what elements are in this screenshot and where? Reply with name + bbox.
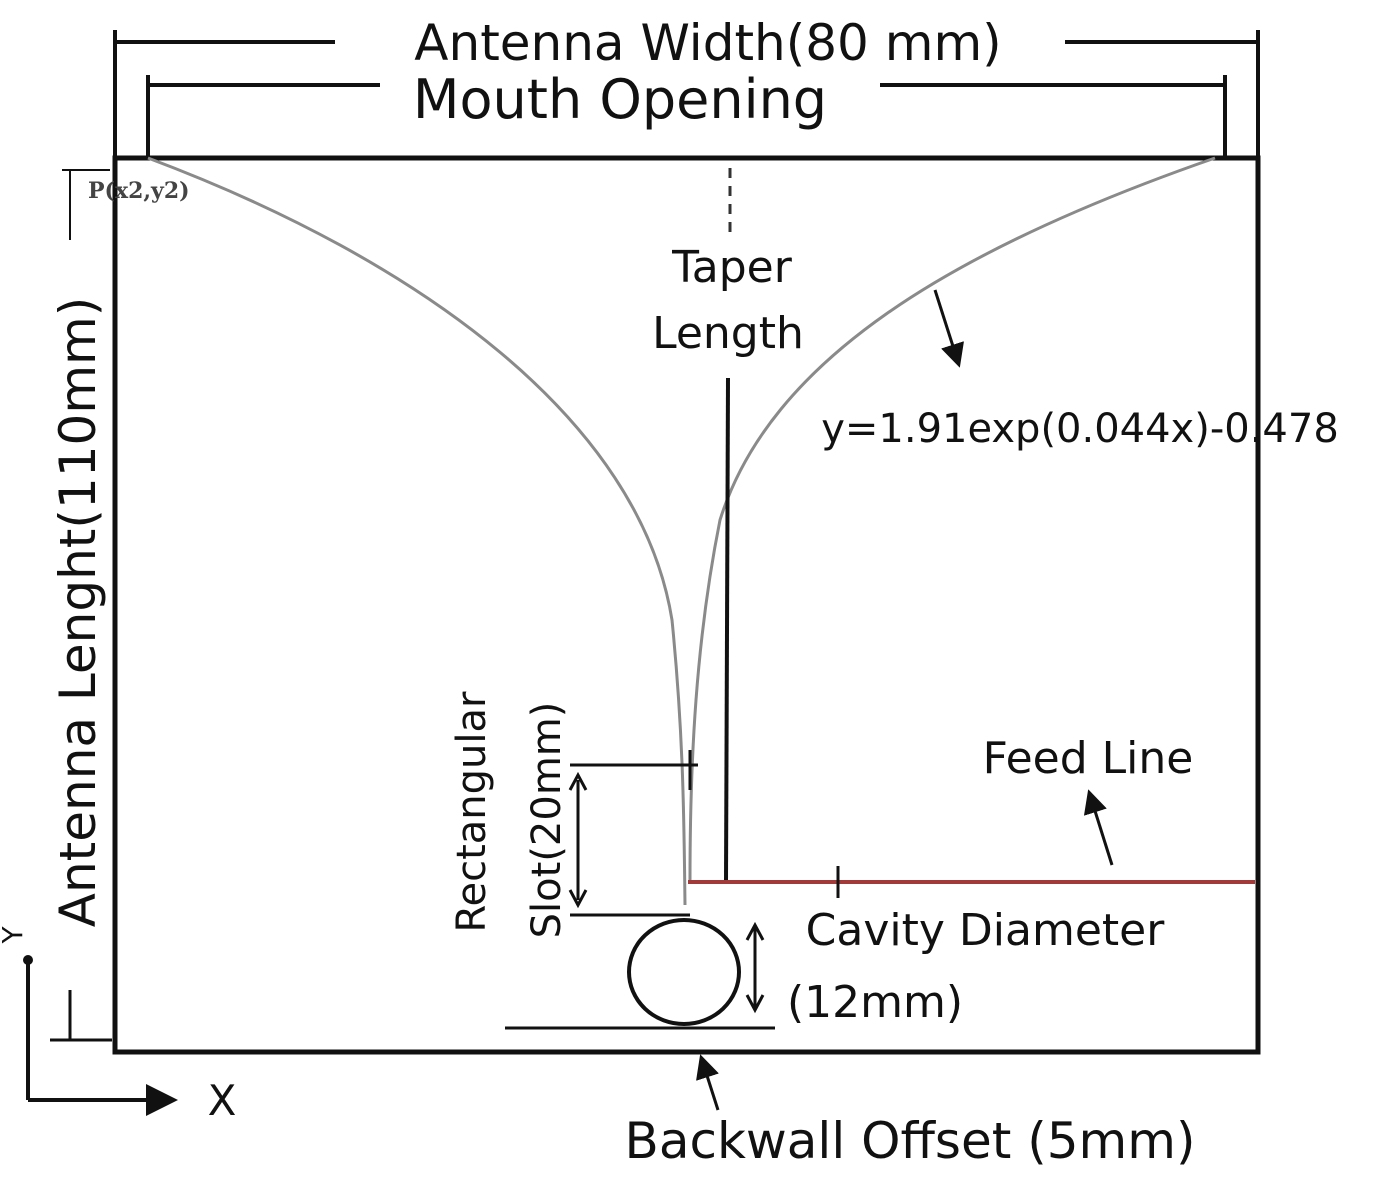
mouth-opening-label: Mouth Opening xyxy=(413,68,827,131)
equation-arrow xyxy=(933,289,964,368)
backwall-label: Backwall Offset (5mm) xyxy=(625,1112,1196,1170)
taper-label-line2: Length xyxy=(652,308,804,359)
cavity-arrowheads xyxy=(745,921,765,1014)
feed-line-label: Feed Line xyxy=(983,733,1194,784)
backwall-arrow xyxy=(696,1054,720,1111)
antenna-width-label: Antenna Width(80 mm) xyxy=(414,14,1001,72)
cavity-circle xyxy=(627,918,741,1026)
cavity-label-line1: Cavity Diameter xyxy=(806,905,1166,956)
x-axis-label: X xyxy=(208,1076,237,1125)
mouth-dimension xyxy=(146,75,1227,158)
equation-label: y=1.91exp(0.044x)-0.478 xyxy=(821,406,1339,452)
point-label: P(x2,y2) xyxy=(88,178,190,204)
rect-slot-label-line1: Rectangular xyxy=(449,691,495,933)
antenna-length-label: Antenna Lenght(110mm) xyxy=(49,297,107,928)
y-axis-label: Y xyxy=(0,926,29,945)
slot-dimension xyxy=(570,750,698,917)
slot-arrowheads xyxy=(568,771,588,909)
substrate-outline xyxy=(112,155,1261,1055)
rect-slot-label-line2: Slot(20mm) xyxy=(524,702,570,939)
y-axis-arrow-tip xyxy=(23,955,33,965)
taper-label-line1: Taper xyxy=(671,242,793,293)
taper-curve-left xyxy=(147,156,687,906)
taper-curve-right xyxy=(688,156,1216,881)
feed-line-arrow xyxy=(1083,789,1114,866)
taper-length-line xyxy=(724,377,730,883)
coordinate-axes xyxy=(26,960,178,1116)
width-dimension xyxy=(113,30,1260,158)
cavity-label-line2: (12mm) xyxy=(787,977,963,1028)
